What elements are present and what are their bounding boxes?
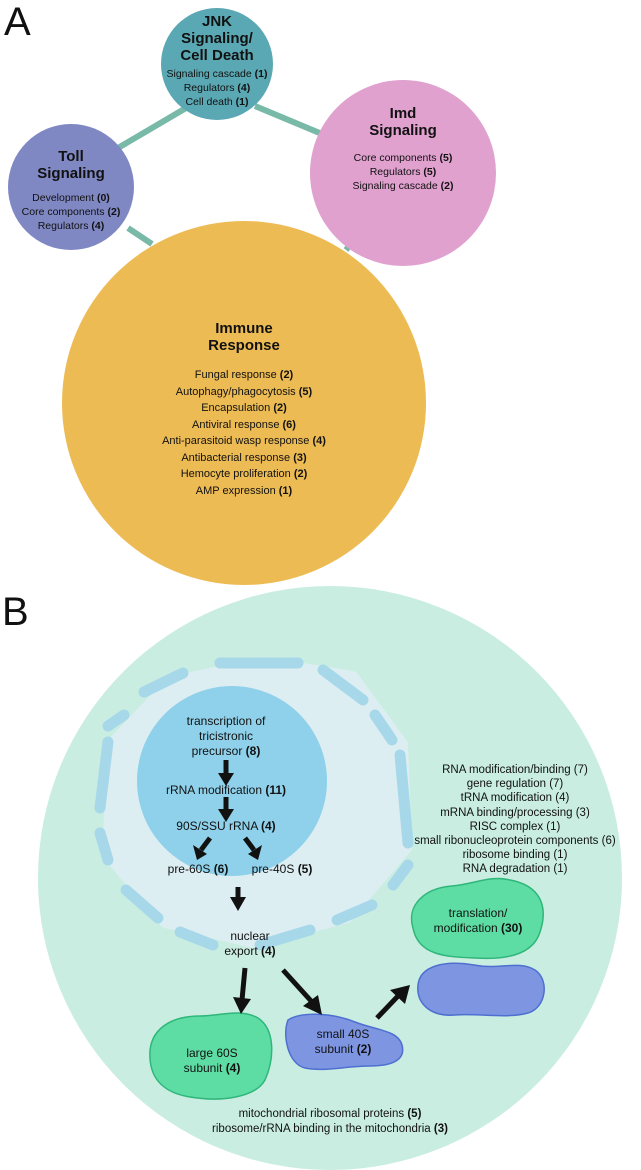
list-item: Regulators (4) (37, 220, 105, 232)
list-item: Core components (5) (353, 152, 453, 164)
connector-jnk-imd (253, 103, 324, 137)
arrow-small40s-to-translation (375, 994, 400, 1020)
small40s-label: small 40S subunit (2) (314, 1027, 372, 1056)
list-item: Encapsulation (2) (201, 402, 287, 414)
mitochondria-list: mitochondrial ribosomal proteins (5) rib… (140, 1107, 520, 1137)
toll-title: Toll Signaling (37, 148, 105, 182)
toll-node: Toll Signaling Development (0) Core comp… (8, 148, 134, 233)
list-item: Anti-parasitoid wasp response (4) (162, 435, 326, 447)
arrows (193, 760, 410, 1020)
connector-toll-immune (126, 225, 154, 247)
arrow-export-to-small40s (281, 968, 314, 1004)
cytoplasm-function-list: RNA modification/binding (7) gene regula… (405, 763, 625, 877)
list-item: Fungal response (2) (194, 369, 294, 381)
rrna-modification-label: rRNA modification (11) (165, 783, 287, 797)
transcription-label: transcription of tricistronic precursor … (186, 714, 266, 758)
list-item: mRNA binding/processing (3) (440, 806, 590, 819)
translation-label: translation/ modification (30) (433, 906, 523, 935)
list-item: Regulators (4) (183, 82, 251, 94)
imd-items: Core components (5) Regulators (5) Signa… (353, 151, 454, 193)
arrow-90s-to-pre40s (243, 836, 256, 852)
list-item: RNA degradation (1) (462, 863, 568, 876)
panel-b-letter: B (2, 590, 29, 634)
list-item: Development (0) (32, 192, 110, 204)
list-item: Signaling cascade (1) (166, 68, 268, 80)
nuclear-envelope (94, 657, 414, 951)
jnk-node: JNK Signaling/ Cell Death Signaling casc… (161, 13, 273, 109)
circle-imd (310, 80, 496, 266)
list-item: Antibacterial response (3) (181, 451, 307, 464)
nucleolus (137, 686, 327, 876)
immune-items: Fungal response (2) Autophagy/phagocytos… (162, 367, 326, 499)
circle-toll (8, 124, 134, 250)
list-item: ribosome binding (1) (462, 849, 568, 862)
pre60s-label: pre-60S (6) (167, 862, 229, 876)
immune-node: Immune Response Fungal response (2) Auto… (104, 320, 384, 499)
list-item: Cell death (1) (185, 96, 249, 108)
translation-green-blob (410, 877, 544, 960)
list-item: Regulators (5) (369, 166, 437, 178)
list-item: Signaling cascade (2) (352, 180, 454, 192)
list-item: Autophagy/phagocytosis (5) (175, 385, 313, 398)
rrna-90s-label: 90S/SSU rRNA (4) (176, 819, 276, 833)
list-item: ribosome/rRNA binding in the mitochondri… (212, 1123, 448, 1135)
pre40s-label: pre-40S (5) (251, 862, 313, 876)
panel-a-letter: A (4, 0, 31, 44)
toll-items: Development (0) Core components (2) Regu… (22, 191, 121, 233)
translation-blue-blob (417, 962, 545, 1017)
list-item: Antiviral response (6) (192, 418, 296, 431)
list-item: Core components (2) (21, 206, 121, 218)
large60s-label: large 60S subunit (4) (183, 1046, 241, 1075)
small40s-blue-blob (284, 1013, 404, 1071)
arrow-export-to-large60s (239, 967, 248, 1001)
list-item: AMP expression (1) (195, 484, 293, 497)
imd-title: Imd Signaling (369, 105, 437, 139)
nuclear-export-label: nuclear export (4) (224, 929, 276, 958)
list-item: gene regulation (7) (466, 778, 564, 791)
jnk-title: JNK Signaling/ Cell Death (180, 13, 254, 64)
jnk-items: Signaling cascade (1) Regulators (4) Cel… (167, 67, 268, 109)
large60s-green-blob (149, 1012, 273, 1100)
circle-immune (62, 221, 426, 585)
connector-toll-jnk (116, 105, 188, 151)
immune-title: Immune Response (208, 320, 280, 354)
list-item: RISC complex (1) (469, 820, 561, 833)
circle-jnk (161, 8, 273, 120)
list-item: small ribonucleoprotein components (6) (414, 835, 616, 848)
list-item: RNA modification/binding (7) (442, 764, 588, 776)
arrow-90s-to-pre60s (199, 836, 212, 852)
imd-node: Imd Signaling Core components (5) Regula… (320, 105, 486, 193)
list-item: mitochondrial ribosomal proteins (5) (238, 1108, 422, 1120)
list-item: Hemocyte proliferation (2) (180, 468, 308, 480)
list-item: tRNA modification (4) (460, 792, 570, 805)
